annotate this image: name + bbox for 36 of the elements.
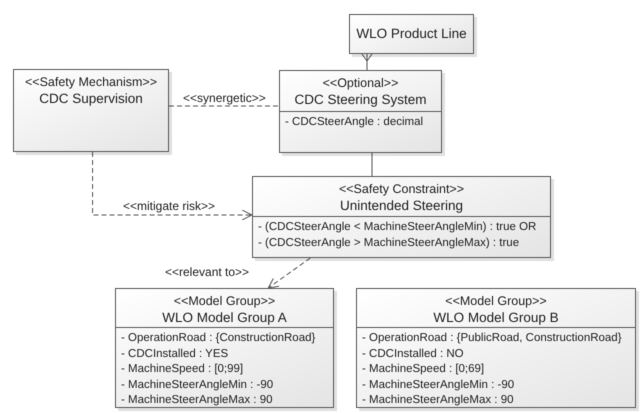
edge-label: <<mitigate risk>>	[122, 199, 216, 213]
attribute: - MachineSteerAngleMax : 90	[362, 393, 514, 408]
connector	[268, 258, 311, 288]
attribute: - CDCSteerAngle : decimal	[285, 115, 424, 130]
attribute: - MachineSteerAngleMin : -90	[121, 378, 274, 393]
stereotype: <<Optional>>	[322, 75, 398, 91]
attribute: - MachineSpeed : [0;99]	[121, 362, 244, 378]
attribute: - MachineSteerAngleMax : 90	[121, 393, 274, 408]
uml-class-box	[279, 70, 442, 153]
stereotype: <<Safety Mechanism>>	[24, 74, 158, 90]
class-name: Unintended Steering	[340, 197, 464, 215]
attribute: - (CDCSteerAngle < MachineSteerAngleMin) : true OR	[258, 220, 538, 235]
class-name: WLO Model Group B	[433, 309, 559, 327]
stereotype: <<Model Group>>	[445, 293, 547, 309]
attribute: - CDCInstalled : NO	[362, 346, 465, 362]
attribute: - (CDCSteerAngle > MachineSteerAngleMax) : true	[258, 236, 520, 251]
class-name: WLO Product Line	[356, 25, 467, 43]
connector	[362, 54, 372, 70]
uml-class-box	[356, 288, 636, 408]
class-name: CDC Steering System	[294, 91, 427, 109]
attribute: - MachineSteerAngleMin : -90	[362, 378, 516, 393]
connector	[92, 152, 252, 220]
stereotype: <<Safety Constraint>>	[338, 181, 464, 197]
attribute: - OperationRoad : {ConstructionRoad}	[121, 331, 316, 346]
uml-class-box	[349, 14, 474, 54]
attribute: - OperationRoad : {PublicRoad, ConstructionRoad}	[362, 331, 623, 346]
uml-class-box	[13, 69, 169, 152]
stereotype: <<Model Group>>	[174, 293, 276, 309]
class-name: WLO Model Group A	[162, 309, 287, 327]
class-name: CDC Supervision	[39, 90, 143, 108]
edge-label: <<synergetic>>	[182, 91, 267, 105]
attribute: - CDCInstalled : YES	[121, 346, 230, 362]
edge-label: <<relevant to>>	[164, 265, 250, 279]
attribute: - MachineSpeed : [0;69]	[362, 362, 486, 378]
uml-class-box	[252, 176, 551, 258]
uml-class-box	[115, 288, 334, 408]
